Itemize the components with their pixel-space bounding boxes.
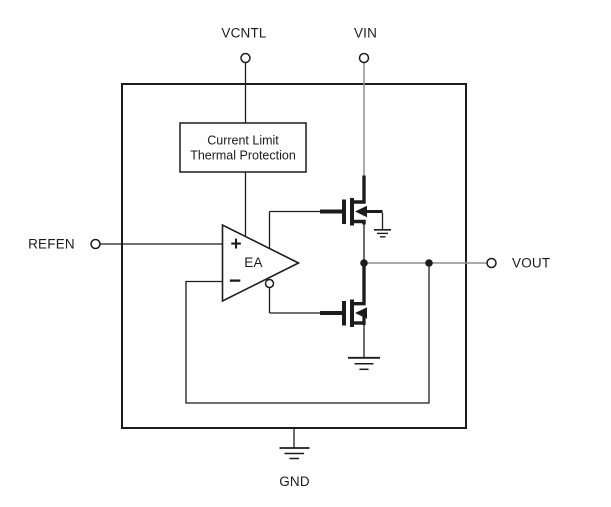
- feedback-wire: [185, 264, 430, 404]
- refen-terminal: [90, 238, 101, 250]
- vin-pin-label: VIN: [354, 26, 377, 41]
- gnd-ground-symbol-icon: [279, 447, 310, 460]
- upper-mosfet-body-arrow-icon: [355, 205, 367, 218]
- inverting-output-bubble: [264, 278, 275, 289]
- refen-pin-label: REFEN: [28, 237, 75, 252]
- body-ground-symbol-icon: [374, 228, 391, 238]
- ea-minus-input-label: −: [229, 270, 241, 293]
- source-ground-symbol-icon: [348, 356, 380, 371]
- pass-transistor-lower: [320, 264, 380, 371]
- feedback-junction-dot: [425, 259, 433, 267]
- current-limit-label-line1: Current Limit: [207, 134, 279, 148]
- ea-label: EA: [244, 255, 262, 270]
- upper-mosfet-source-lead: [352, 219, 366, 225]
- vin-terminal: [358, 52, 370, 64]
- vcntl-terminal: [240, 52, 251, 64]
- upper-mosfet-drain-lead: [352, 175, 366, 204]
- vcntl-pin-label: VCNTL: [221, 26, 267, 41]
- ea-plus-input-label: +: [230, 234, 241, 255]
- error-amplifier: [221, 223, 301, 303]
- current-limit-block: [179, 122, 307, 173]
- pass-transistor-upper: [320, 175, 391, 260]
- gnd-pin-label: GND: [279, 474, 310, 489]
- lower-mosfet-drain-lead: [352, 264, 366, 306]
- vout-junction-dot: [360, 259, 368, 267]
- vout-terminal: [486, 257, 497, 269]
- current-limit-label-line2: Thermal Protection: [190, 149, 296, 163]
- vout-pin-label: VOUT: [512, 256, 550, 271]
